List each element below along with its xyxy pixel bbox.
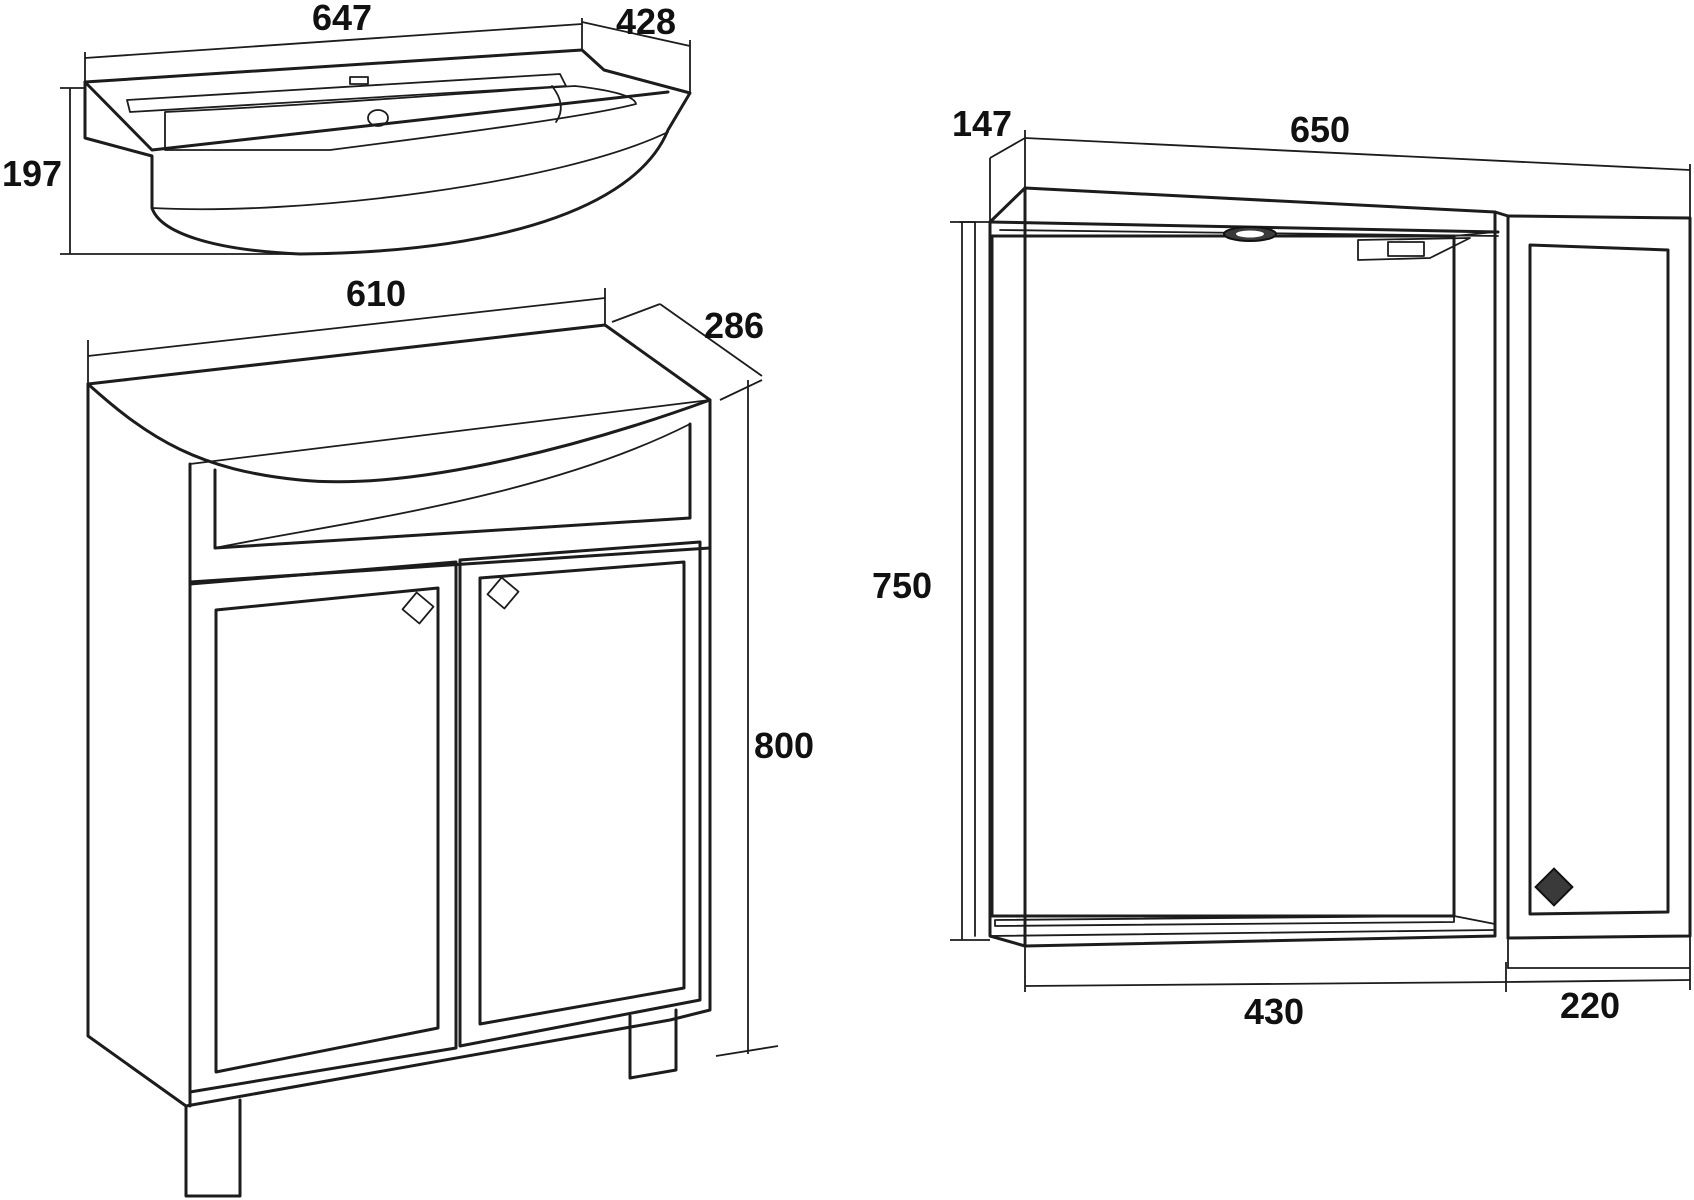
mirror-section-width-label: 430 xyxy=(1244,991,1304,1032)
vanity-width-label: 610 xyxy=(346,273,406,314)
basin-width-label: 647 xyxy=(312,0,372,38)
mirror-depth-label: 147 xyxy=(952,103,1012,144)
mirror-height-label: 750 xyxy=(872,565,932,606)
side-cabinet-width-label: 220 xyxy=(1560,985,1620,1026)
mirror-width-label: 650 xyxy=(1290,109,1350,150)
vanity-height-label: 800 xyxy=(754,725,814,766)
washbasin xyxy=(83,48,692,256)
vanity-dimensions: 610 286 800 xyxy=(87,273,814,1057)
mirror-cabinet-dimensions: 147 650 750 430 220 xyxy=(872,103,1691,1032)
vanity-depth-label: 286 xyxy=(704,305,764,346)
vanity-unit xyxy=(86,323,712,1198)
basin-depth-label: 428 xyxy=(616,1,676,42)
washbasin-dimensions: 647 428 197 xyxy=(2,0,691,255)
mirror-cabinet xyxy=(959,186,1692,977)
basin-height-label: 197 xyxy=(2,153,62,194)
